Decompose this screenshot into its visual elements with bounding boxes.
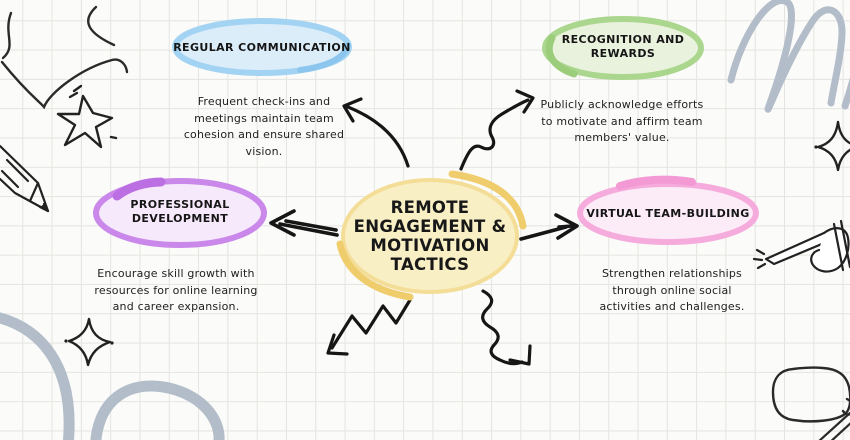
- node-ellipse-regular-communication[interactable]: [172, 18, 352, 76]
- node-ellipse-recognition-and-rewards[interactable]: [542, 16, 704, 80]
- speech-bubble-icon: [771, 366, 850, 423]
- flourish-lines-doodle: [0, 5, 129, 110]
- node-ellipse-virtual-team-building[interactable]: [577, 175, 759, 245]
- node-ellipse-center[interactable]: [336, 170, 527, 301]
- pencil-icon: [0, 144, 50, 213]
- sparkle-icon: [64, 317, 114, 367]
- marker-scribble-doodle: [727, 0, 850, 113]
- description-professional-development[interactable]: Encourage skill growth with resources fo…: [94, 267, 258, 313]
- arrow-to-virtual-team-building[interactable]: [519, 213, 579, 241]
- corner-hatch-lines-doodle: [818, 411, 850, 440]
- marker-loops-doodle: [0, 312, 225, 440]
- pointing-hand-icon: [752, 219, 850, 273]
- center-topic-label[interactable]: REMOTE ENGAGEMENT & MOTIVATION TACTICS: [353, 198, 507, 275]
- description-recognition-and-rewards[interactable]: Publicly acknowledge efforts to motivate…: [540, 98, 704, 144]
- node-label-virtual-team-building[interactable]: VIRTUAL TEAM-BUILDING: [586, 207, 750, 220]
- node-ellipse-professional-development[interactable]: [93, 177, 267, 248]
- node-label-professional-development[interactable]: PROFESSIONAL DEVELOPMENT: [130, 198, 230, 226]
- arrow-zigzag-down-left[interactable]: [326, 298, 412, 356]
- star-icon: [56, 84, 118, 149]
- arrow-to-recognition-and-rewards[interactable]: [459, 89, 535, 171]
- arrow-squiggle-down-right[interactable]: [481, 289, 532, 366]
- node-label-recognition-and-rewards[interactable]: RECOGNITION AND REWARDS: [561, 33, 685, 61]
- arrow-to-professional-development[interactable]: [269, 209, 339, 237]
- arrow-to-regular-communication[interactable]: [342, 97, 410, 168]
- description-virtual-team-building[interactable]: Strengthen relationships through online …: [599, 267, 745, 313]
- sparkle-icon: [814, 120, 850, 172]
- node-label-regular-communication[interactable]: REGULAR COMMUNICATION: [173, 41, 351, 54]
- description-regular-communication[interactable]: Frequent check-ins and meetings maintain…: [183, 95, 345, 158]
